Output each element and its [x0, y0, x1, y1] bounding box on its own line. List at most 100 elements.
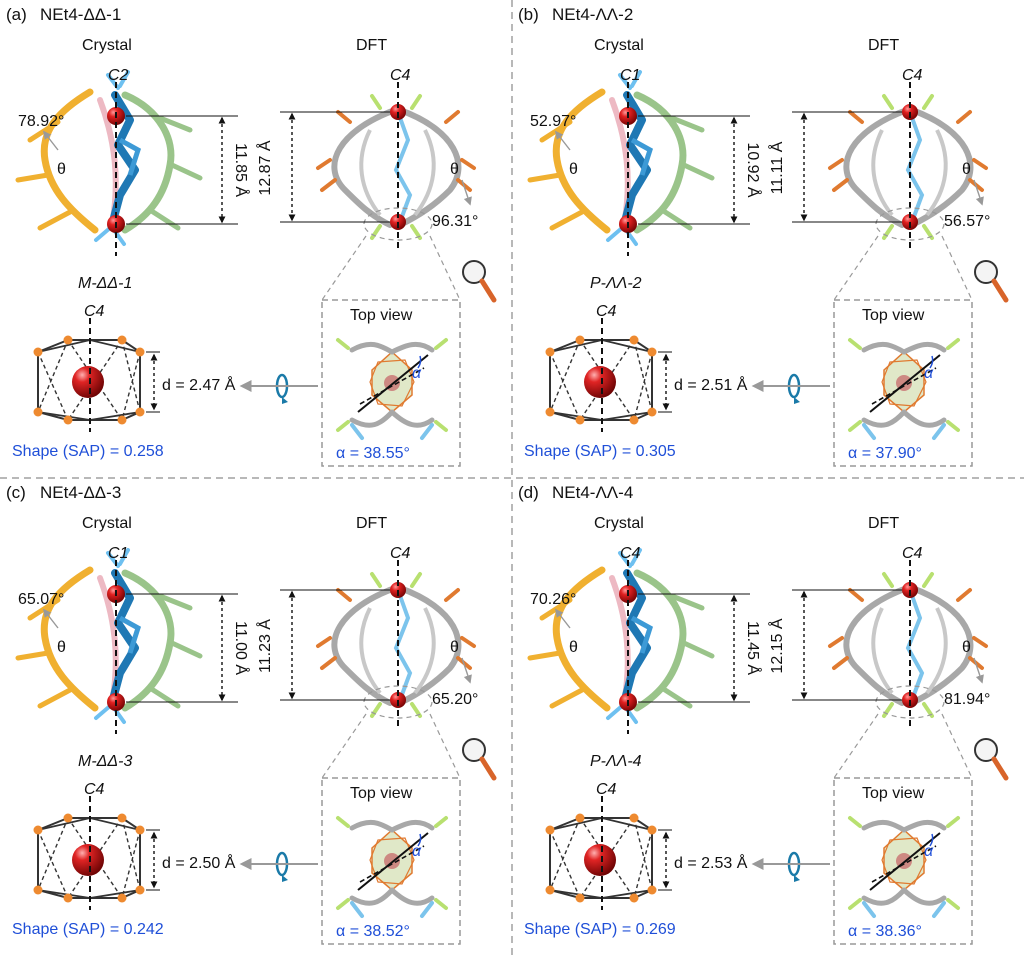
- top-view-title: Top view: [350, 785, 413, 802]
- dft-structure: [828, 82, 988, 250]
- d-value: d = 2.47 Å: [162, 375, 236, 394]
- d-value: d = 2.53 Å: [674, 853, 748, 872]
- magnifier-icon: [462, 738, 497, 781]
- polyhedron-axis-label: C4: [84, 781, 105, 798]
- crystal-distance: 11.45 Å: [744, 621, 763, 675]
- top-view-alpha-symbol: α: [924, 365, 934, 382]
- dft-axis-label: C4: [390, 67, 411, 84]
- rotate-icon: [275, 373, 289, 404]
- top-view-title: Top view: [350, 307, 413, 324]
- crystal-heading: Crystal: [82, 37, 132, 54]
- magnifier-icon: [462, 260, 497, 303]
- panel-b: (b) NEt4-ΛΛ-2 Crystal DFT C1: [518, 5, 1009, 467]
- dft-angle: 81.94°: [944, 691, 990, 708]
- polyhedron: [545, 796, 672, 910]
- top-view-structure: [848, 816, 960, 918]
- crystal-structure: [527, 70, 715, 256]
- top-view-structure: [336, 338, 448, 440]
- top-view-title: Top view: [862, 785, 925, 802]
- magnifier-icon: [974, 738, 1009, 781]
- crystal-angle: 70.26°: [530, 591, 576, 608]
- isomer-label: M-ΔΔ-1: [78, 275, 132, 292]
- dft-heading: DFT: [356, 515, 387, 532]
- dft-theta: θ: [450, 161, 459, 178]
- polyhedron: [545, 318, 672, 432]
- rotate-icon: [787, 373, 801, 404]
- dft-structure: [828, 560, 988, 728]
- crystal-axis-label: C1: [620, 67, 640, 84]
- shape-value: Shape (SAP) = 0.269: [524, 921, 676, 938]
- alpha-value: α = 38.55°: [336, 445, 410, 462]
- shape-value: Shape (SAP) = 0.305: [524, 443, 676, 460]
- dft-angle: 96.31°: [432, 213, 478, 230]
- top-view-box: [833, 777, 973, 945]
- dft-heading: DFT: [356, 37, 387, 54]
- crystal-theta: θ: [57, 639, 66, 656]
- shape-value: Shape (SAP) = 0.258: [12, 443, 164, 460]
- compound-label: NEt4-ΛΛ-2: [552, 5, 633, 24]
- panel-a: (a) NEt4-ΔΔ-1 Crystal DFT C2: [6, 5, 497, 467]
- crystal-distance: 11.00 Å: [232, 621, 251, 675]
- crystal-distance: 11.85 Å: [232, 143, 251, 197]
- top-view-alpha-symbol: α: [412, 365, 422, 382]
- compound-label: NEt4-ΔΔ-3: [40, 483, 121, 502]
- compound-label: NEt4-ΔΔ-1: [40, 5, 121, 24]
- dft-theta: θ: [962, 639, 971, 656]
- magnifier-icon: [974, 260, 1009, 303]
- dft-structure: [316, 560, 476, 728]
- crystal-axis-label: C4: [620, 545, 641, 562]
- crystal-theta: θ: [57, 161, 66, 178]
- dft-axis-label: C4: [390, 545, 411, 562]
- crystal-structure: [15, 548, 203, 734]
- top-view-title: Top view: [862, 307, 925, 324]
- crystal-heading: Crystal: [82, 515, 132, 532]
- crystal-angle: 78.92°: [18, 113, 64, 130]
- polyhedron-axis-label: C4: [84, 303, 105, 320]
- dft-distance: 11.23 Å: [255, 619, 274, 673]
- top-view-structure: [336, 816, 448, 918]
- dft-angle: 65.20°: [432, 691, 478, 708]
- panel-tag: (b): [518, 5, 539, 24]
- dft-structure: [316, 82, 476, 250]
- crystal-heading: Crystal: [594, 515, 644, 532]
- isomer-label: P-ΛΛ-2: [590, 275, 642, 292]
- dft-theta: θ: [962, 161, 971, 178]
- alpha-value: α = 38.52°: [336, 923, 410, 940]
- top-view-alpha-symbol: α: [924, 843, 934, 860]
- dft-heading: DFT: [868, 37, 899, 54]
- crystal-theta: θ: [569, 639, 578, 656]
- rotate-icon: [275, 851, 289, 882]
- crystal-distance: 10.92 Å: [744, 142, 763, 197]
- alpha-value: α = 38.36°: [848, 923, 922, 940]
- top-view-box: [321, 777, 461, 945]
- polyhedron: [33, 318, 160, 432]
- dft-theta: θ: [450, 639, 459, 656]
- dft-distance: 12.15 Å: [767, 618, 786, 673]
- polyhedron-axis-label: C4: [596, 781, 617, 798]
- crystal-heading: Crystal: [594, 37, 644, 54]
- dft-heading: DFT: [868, 515, 899, 532]
- dft-axis-label: C4: [902, 67, 923, 84]
- top-view-structure: [848, 338, 960, 440]
- polyhedron: [33, 796, 160, 910]
- d-value: d = 2.50 Å: [162, 853, 236, 872]
- top-view-alpha-symbol: α: [412, 843, 422, 860]
- crystal-angle: 65.07°: [18, 591, 64, 608]
- panel-d: (d) NEt4-ΛΛ-4 Crystal DFT C4: [518, 483, 1009, 945]
- top-view-box: [321, 299, 461, 467]
- crystal-axis-label: C2: [108, 67, 129, 84]
- panel-c: (c) NEt4-ΔΔ-3 Crystal DFT C1: [6, 483, 497, 945]
- dft-axis-label: C4: [902, 545, 923, 562]
- top-view-box: [833, 299, 973, 467]
- d-value: d = 2.51 Å: [674, 375, 748, 394]
- rotate-icon: [787, 851, 801, 882]
- crystal-structure: [527, 548, 715, 734]
- panel-tag: (c): [6, 483, 26, 502]
- crystal-structure: [15, 70, 203, 256]
- isomer-label: P-ΛΛ-4: [590, 753, 642, 770]
- panel-tag: (d): [518, 483, 539, 502]
- compound-label: NEt4-ΛΛ-4: [552, 483, 633, 502]
- alpha-value: α = 37.90°: [848, 445, 922, 462]
- dft-distance: 11.11 Å: [767, 141, 786, 194]
